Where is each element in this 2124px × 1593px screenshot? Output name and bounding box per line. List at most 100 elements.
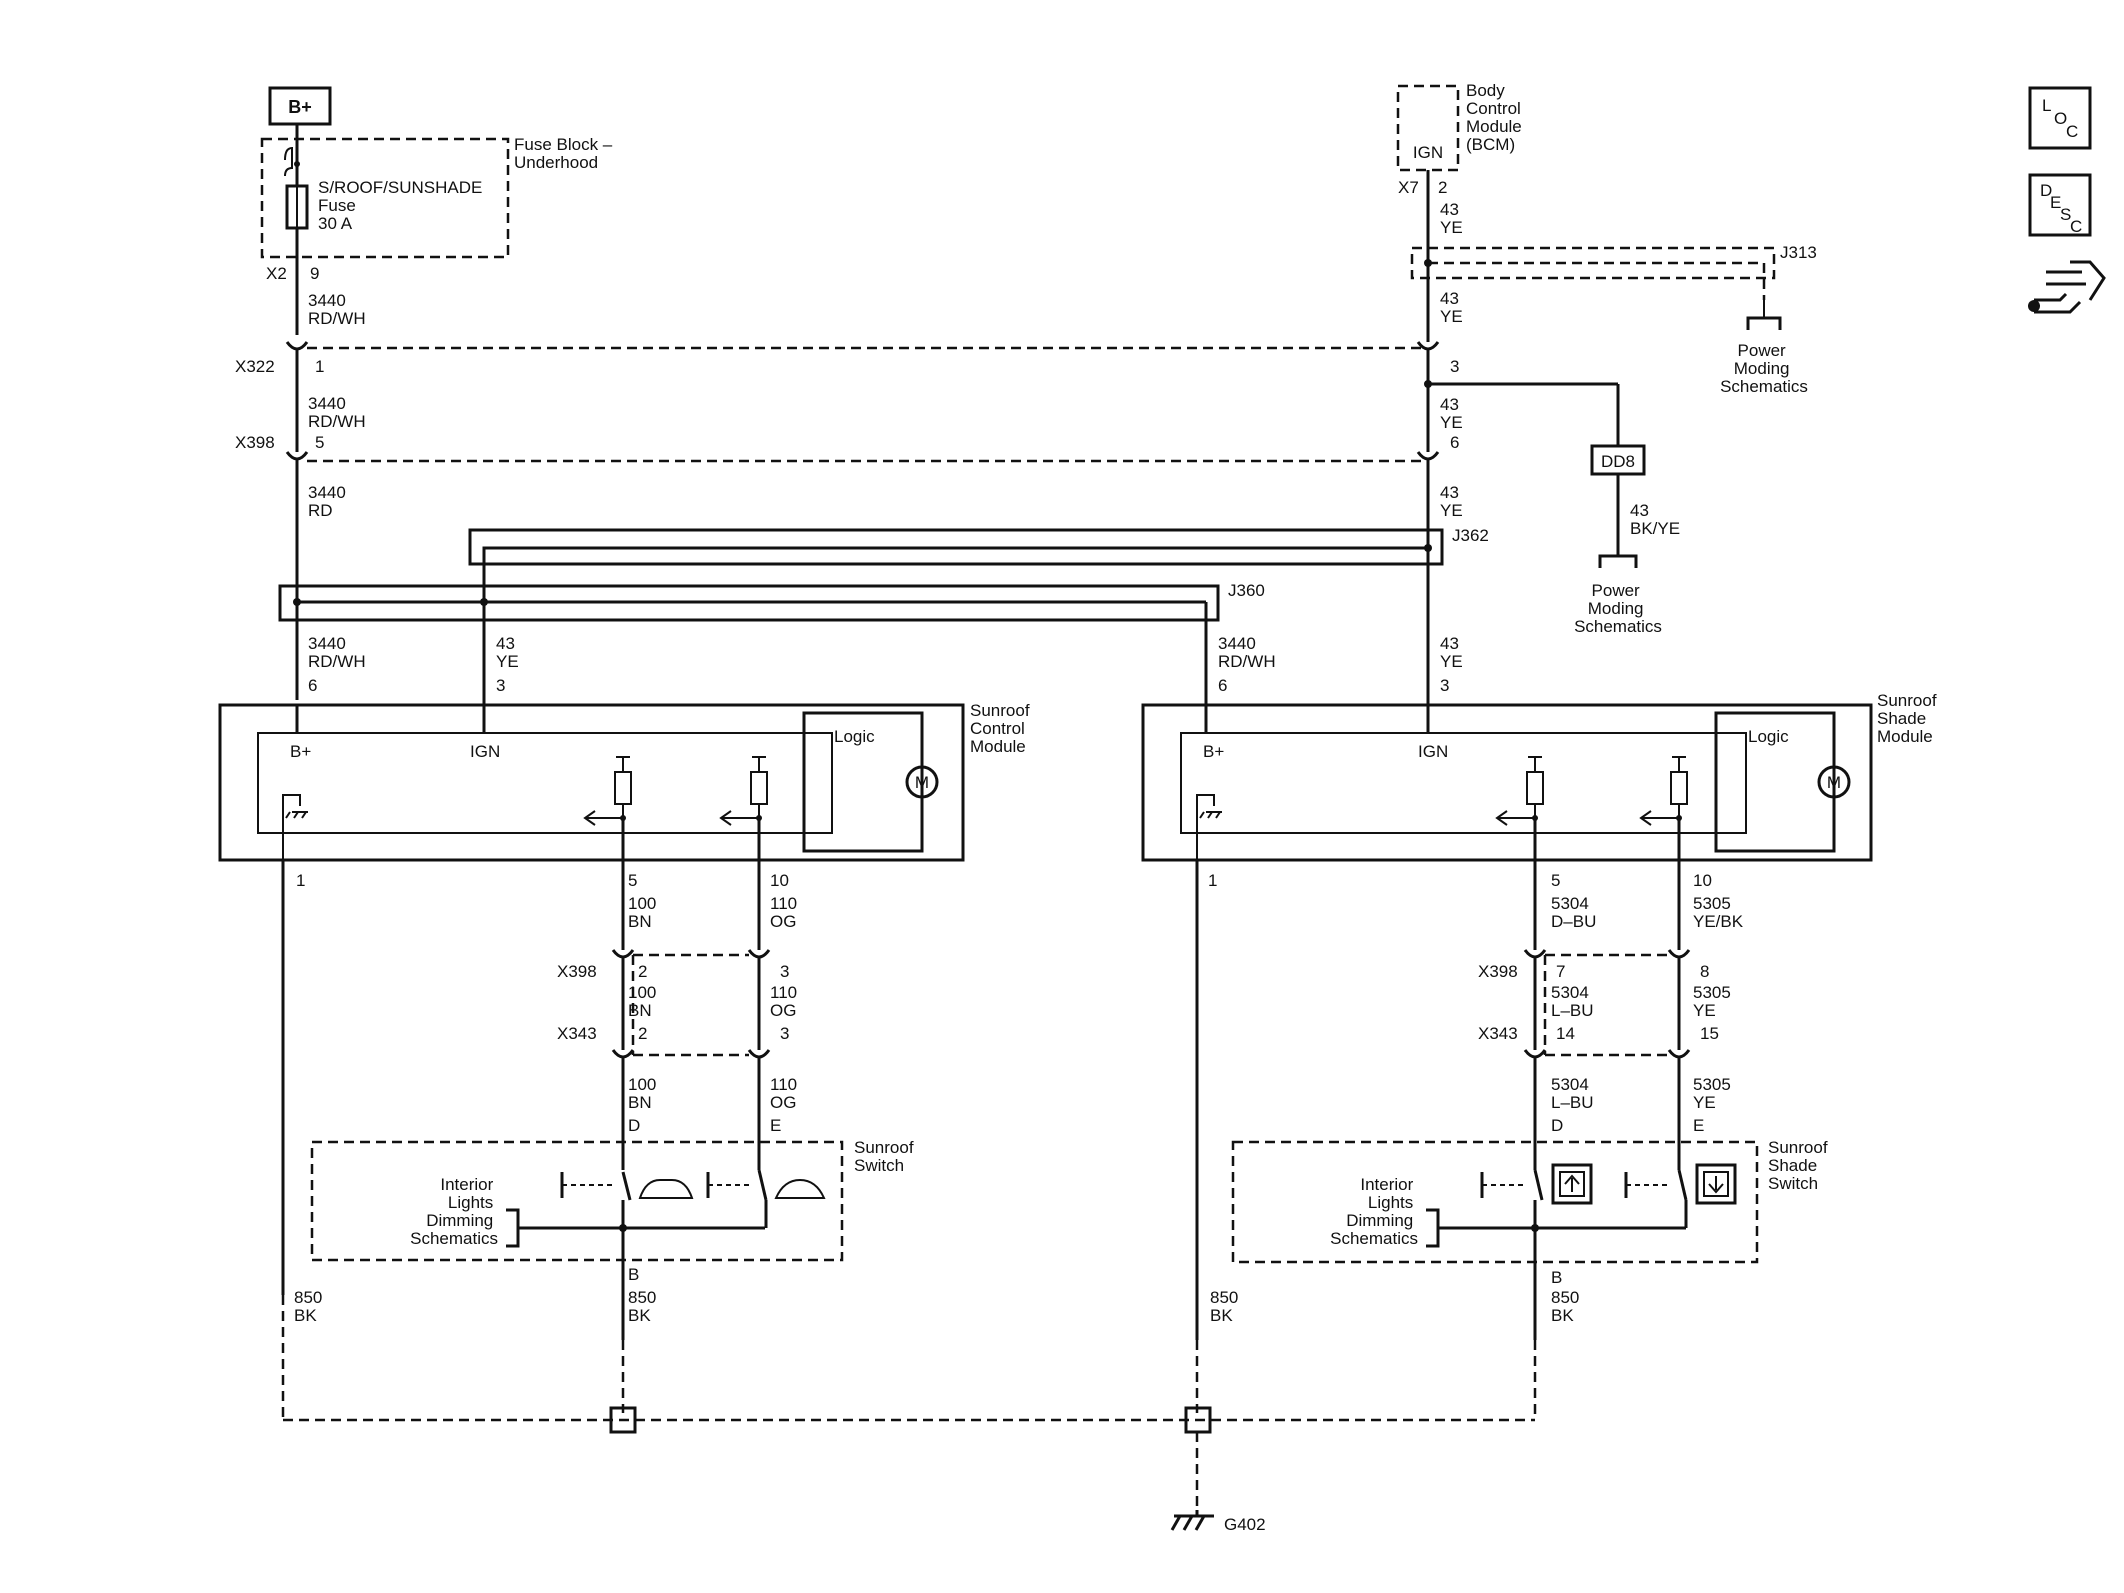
wire-43-ye-3: 43 YE [1440,395,1464,432]
scm-wire-3440-rdwh: 3440 RD/WH [308,634,366,671]
ssm-wire-3440-rdwh: 3440 RD/WH [1218,634,1276,671]
svg-text:D: D [2040,181,2052,200]
ssm-wire-43-ye: 43 YE [1440,634,1464,671]
power-moding-upper: Power Moding Schematics [1720,341,1808,396]
bcm-pin-2: 2 [1438,178,1447,197]
connector-tool-icon[interactable] [2028,260,2106,314]
splice-j362: J362 [1452,526,1489,545]
ssm-wire-5304-lbu-1: 5304 L–BU [1551,983,1594,1020]
scm-wire-100-bn-1: 100 BN [628,894,661,931]
scm-switch-pin-e: E [770,1116,781,1135]
svg-text:8: 8 [1700,962,1709,981]
bcm-connector-x7: X7 [1398,178,1419,197]
scm-pin-gnd: 1 [296,871,305,890]
fuse-connector-x2: X2 [266,264,287,283]
scm-wire-110-og-3: 110 OG [770,1075,802,1112]
svg-text:S: S [2060,205,2071,224]
x398-pin-left: 5 [315,433,324,452]
ssm-wire-5305-ye-2: 5305 YE [1693,1075,1736,1112]
svg-text:15: 15 [1700,1024,1719,1043]
svg-text:L: L [2042,96,2051,115]
sunroof-shade-module: Logic M B+ IGN Sunroof Shade Module [1141,691,1941,862]
wire-43-ye-2: 43 YE [1440,289,1464,326]
description-icon[interactable]: D E S C [2028,173,2092,237]
ssm-switch-pin-b: B [1551,1268,1562,1287]
ssm-motor [1817,765,1851,799]
fuse-block-title: Fuse Block – Underhood [514,135,617,172]
scm-wire-110-og-1: 110 OG [770,894,802,931]
splice-j313: J313 [1780,243,1817,262]
scm-ign-label: IGN [470,742,500,761]
wire-3440-rdwh-2: 3440 RD/WH [308,394,366,431]
svg-text:3: 3 [780,962,789,981]
ssm-switch-pin-e: E [1693,1116,1704,1135]
bcm-ign-label: IGN [1413,143,1443,162]
sunroof-slide-icon [774,1178,826,1199]
ssm-wire-5304-lbu-2: 5304 L–BU [1551,1075,1594,1112]
scm-pin-ign: 3 [496,676,505,695]
ssm-pin-ign: 3 [1440,676,1449,695]
scm-dimming-schematics: Interior Lights Dimming Schematics [410,1175,498,1248]
battery-power-source: B+ [268,86,332,126]
ssm-pin-a: 5 [1551,871,1560,890]
power-moding-lower: Power Moding Schematics [1574,581,1662,636]
x322-pin-left: 1 [315,357,324,376]
x398-pin-right: 6 [1450,433,1459,452]
ssm-wire-5304-dbu: 5304 D–BU [1551,894,1596,931]
shade-open-icon [1551,1163,1593,1205]
ssm-wire-5305-ye-1: 5305 YE [1693,983,1736,1020]
body-control-module: IGN Body Control Module (BCM) [1396,81,1527,172]
svg-text:14: 14 [1556,1024,1575,1043]
svg-text:DD8: DD8 [1601,452,1635,471]
shade-switch-title: Sunroof Shade Switch [1768,1138,1832,1193]
sunroof-switch-title: Sunroof Switch [854,1138,918,1175]
scm-pin-bplus: 6 [308,676,317,695]
scm-wire-110-og-2: 110 OG [770,983,802,1020]
sunroof-shade-switch: Sunroof Shade Switch Interior Lights Dim… [1231,1138,1832,1340]
svg-text:C: C [2066,122,2078,141]
connector-x343-scm: X343 [557,1024,597,1043]
ssm-pin-bplus: 6 [1218,676,1227,695]
wire-43-bkye: 43 BK/YE [1630,501,1680,538]
location-icon[interactable]: L O C [2028,86,2092,150]
ssm-switch-pin-d: D [1551,1116,1563,1135]
svg-text:O: O [2054,109,2067,128]
svg-text:E: E [2050,193,2061,212]
scm-motor [905,765,939,799]
scm-switch-pin-d: D [628,1116,640,1135]
fuse-block-underhood: Fuse Block – Underhood S/ROOF/SUNSHADE F… [260,135,617,259]
splice-j360: J360 [1228,581,1265,600]
ssm-wire-5305-yebk: 5305 YE/BK [1693,894,1744,931]
wire-43-ye-4: 43 YE [1440,483,1464,520]
power-label: B+ [288,97,312,117]
scm-gnd-wire-850-bk: 850 BK [294,1288,327,1325]
svg-text:C: C [2070,217,2082,236]
ground-label: G402 [1224,1515,1266,1534]
connector-x343-ssm: X343 [1478,1024,1518,1043]
ssm-ign-label: IGN [1418,742,1448,761]
svg-text:2: 2 [638,962,647,981]
scm-pin-b: 10 [770,871,789,890]
connector-x398-top: X398 [235,433,275,452]
connector-x398-scm: X398 [557,962,597,981]
svg-text:M: M [1827,773,1841,792]
bcm-title: Body Control Module (BCM) [1466,81,1527,154]
ssm-title: Sunroof Shade Module [1877,691,1941,746]
sunroof-control-module: Logic M B+ IGN Sunroof Control Module [218,701,1030,862]
connector-x322: X322 [235,357,275,376]
ssm-switch-wire-850-bk: 850 BK [1551,1288,1584,1325]
ssm-pin-b: 10 [1693,871,1712,890]
scm-wire-100-bn-3: 100 BN [628,1075,661,1112]
scm-logic-label: Logic [834,727,875,746]
ground-splice-left [609,1406,637,1434]
ssm-bplus-label: B+ [1203,742,1224,761]
svg-text:7: 7 [1556,962,1565,981]
wire-3440-rdwh-1: 3440 RD/WH [308,291,366,328]
ssm-pin-gnd: 1 [1208,871,1217,890]
svg-text:3: 3 [780,1024,789,1043]
x322-pin-right: 3 [1450,357,1459,376]
sunroof-tilt-icon [638,1179,694,1199]
scm-pin-a: 5 [628,871,637,890]
svg-text:2: 2 [638,1024,647,1043]
